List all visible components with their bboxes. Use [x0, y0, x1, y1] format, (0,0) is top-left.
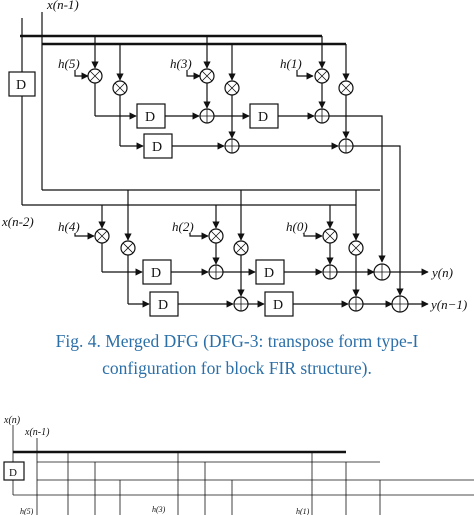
coef-label-h5: h(5) — [58, 56, 80, 71]
delay-label: D — [258, 110, 268, 125]
adder-1d — [338, 138, 354, 154]
multiplier-h0-b — [348, 240, 364, 256]
delay-label: D — [264, 266, 274, 281]
input-label-x-n: x(n) — [3, 415, 21, 426]
multiplier-h3-a — [199, 68, 215, 84]
delay-label: D — [145, 110, 155, 125]
adder-2d — [348, 296, 364, 312]
multiplier-h1-a — [314, 68, 330, 84]
coef-label-bottom-h5: h(5) — [20, 507, 34, 515]
coef-label-bottom-h3: h(3) — [152, 505, 166, 514]
delay-box-5 — [255, 259, 285, 285]
delay-label: D — [152, 140, 162, 155]
multiplier-h2-a — [208, 228, 224, 244]
coef-label-h1: h(1) — [280, 56, 302, 71]
input-label-x-n-1: x(n-1) — [24, 427, 50, 438]
delay-label: D — [158, 298, 168, 313]
wire-row1a-to-out — [329, 115, 386, 263]
delay-box-input — [8, 71, 36, 97]
adder-2c — [233, 296, 249, 312]
figure-caption-line-1: Fig. 4. Merged DFG (DFG-3: transpose for… — [56, 331, 419, 351]
coef-label-h4: h(4) — [58, 219, 80, 234]
output-label-y-n-1: y(n−1) — [429, 297, 467, 312]
coef-label-h3: h(3) — [170, 56, 192, 71]
output-label-y-n: y(n) — [430, 265, 453, 280]
input-label-x-n-2: x(n-2) — [1, 214, 34, 229]
coef-wire-h2 — [189, 232, 209, 240]
delay-box-bottom — [3, 461, 25, 481]
adder-1a — [199, 108, 215, 124]
figure-caption-line-2: configuration for block FIR structure). — [102, 358, 372, 378]
multiplier-h3-b — [224, 80, 240, 96]
coef-label-h2: h(2) — [172, 219, 194, 234]
top-dfg: x(n-1) x(n-2) D h(5) h(3) h(1) — [1, 0, 467, 317]
delay-label: D — [273, 298, 283, 313]
coef-label-bottom-h1: h(1) — [296, 507, 310, 515]
adder-2a — [208, 264, 224, 280]
adder-out-1 — [373, 263, 391, 281]
delay-label: D — [16, 78, 26, 93]
coef-wire-h4 — [74, 232, 95, 240]
multiplier-h5-b — [112, 80, 128, 96]
input-label-x-n-1: x(n-1) — [46, 0, 79, 12]
multiplier-h4-b — [120, 240, 136, 256]
adder-1b — [314, 108, 330, 124]
bottom-dfg-partial: x(n) x(n-1) D h(5) h(3) h(1) — [3, 415, 474, 515]
coef-label-h0: h(0) — [286, 219, 308, 234]
adder-2b — [322, 264, 338, 280]
multiplier-h2-b — [233, 240, 249, 256]
delay-box-1 — [136, 103, 166, 129]
multiplier-h0-a — [322, 228, 338, 244]
adder-1c — [224, 138, 240, 154]
coef-wire-h3 — [186, 70, 201, 80]
coef-wire-h0 — [303, 232, 323, 240]
delay-label: D — [9, 467, 17, 479]
multiplier-h5-a — [87, 68, 103, 84]
multiplier-h4-a — [94, 228, 110, 244]
delay-box-4 — [142, 259, 172, 285]
coef-wire-h1 — [296, 70, 314, 80]
wire-row1b-to-out — [353, 145, 404, 296]
coef-wire-h5 — [74, 70, 89, 80]
delay-label: D — [151, 266, 161, 281]
delay-box-3 — [143, 133, 173, 159]
multiplier-h1-b — [338, 80, 354, 96]
adder-out-2 — [391, 295, 409, 313]
